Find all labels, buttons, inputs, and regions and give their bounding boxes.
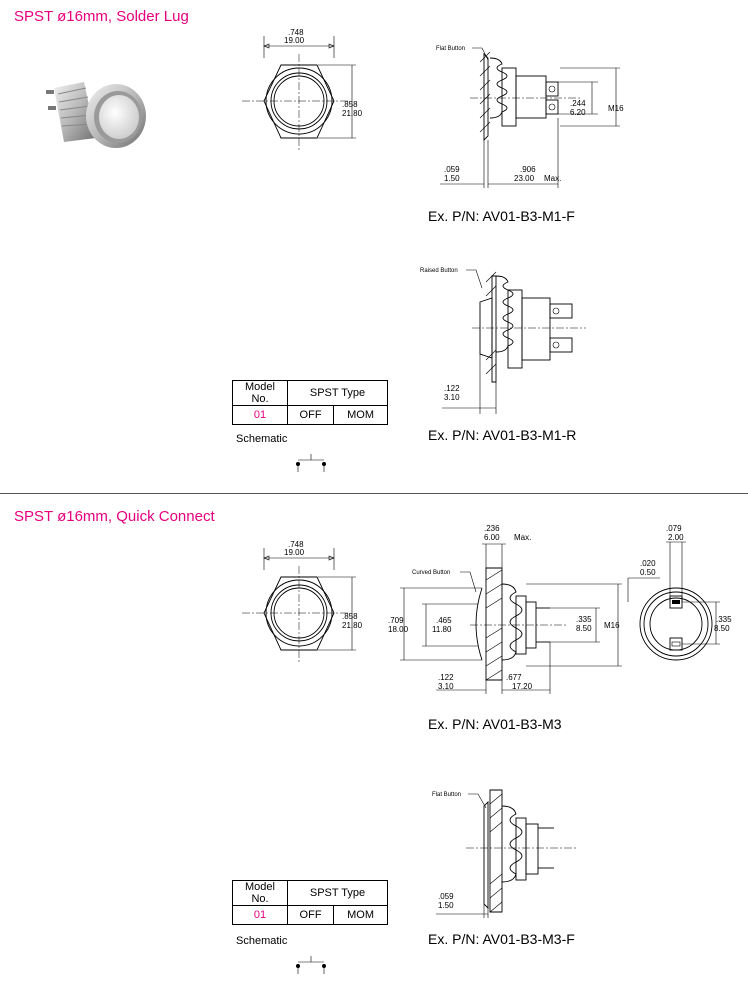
state-off: OFF [286, 905, 335, 925]
state-off: OFF [286, 405, 335, 425]
front-view-hex: .748 19.00 .858 21.80 [242, 28, 363, 150]
button-height-mm: 3.10 [444, 393, 460, 402]
button-height-mm: 1.50 [438, 901, 454, 910]
part-number: Ex. P/N: AV01-B3-M3 [428, 716, 562, 732]
terminal-mm: 8.50 [576, 624, 592, 633]
side-view-raised-button: Raised Button .122 3.10 [420, 268, 586, 414]
header-spst-type: SPST Type [287, 380, 388, 406]
schematic-label: Schematic [236, 935, 288, 947]
part-number: Ex. P/N: AV01-B3-M3-F [428, 931, 575, 947]
model-number: 01 [232, 405, 288, 425]
side-view-flat-button-qc: Flat Button .059 1.50 [432, 789, 576, 918]
button-label: Raised Button [420, 268, 458, 274]
schematic-label: Schematic [236, 433, 288, 445]
front-width-mm: 19.00 [284, 36, 305, 45]
front-width-mm: 19.00 [284, 548, 305, 557]
button-height-in: .122 [444, 384, 460, 393]
model-table: Model No. SPST Type 01 OFF MOM [232, 880, 388, 925]
depth-in: .677 [506, 673, 522, 682]
section-title-quick-connect: SPST ø16mm, Quick Connect [14, 508, 215, 525]
inner-mm: 11.80 [432, 625, 452, 634]
button-height-in: .059 [444, 165, 460, 174]
depth-in: .906 [520, 165, 536, 174]
state-mom: MOM [333, 405, 388, 425]
state-mom: MOM [333, 905, 388, 925]
depth-note: Max. [544, 174, 561, 183]
tab-mm: 2.00 [668, 533, 684, 542]
front-height-in: .858 [342, 612, 358, 621]
header-model-no: Model No. [232, 880, 288, 906]
button-label: Curved Button [412, 570, 450, 576]
terminal-in: .335 [576, 615, 592, 624]
product-photo [46, 82, 146, 148]
front-height-mm: 21.80 [342, 109, 363, 118]
section-title-solder-lug: SPST ø16mm, Solder Lug [14, 8, 189, 25]
rear-view: .079 2.00 .020 0.50 .335 8.50 [627, 524, 732, 661]
span-mm: 8.50 [714, 624, 730, 633]
front-height-mm: 21.80 [342, 621, 363, 630]
thick-in: .020 [640, 559, 656, 568]
button-height-mm: 3.10 [438, 682, 454, 691]
tab-in: .079 [666, 524, 682, 533]
front-width-in: .748 [288, 28, 304, 37]
front-width-in: .748 [288, 540, 304, 549]
model-table: Model No. SPST Type 01 OFF MOM [232, 380, 388, 425]
terminal-gap-mm: 6.20 [570, 108, 586, 117]
part-number: Ex. P/N: AV01-B3-M1-R [428, 427, 577, 443]
inner-in: .465 [436, 616, 452, 625]
schematic-symbol [296, 454, 326, 472]
button-height-mm: 1.50 [444, 174, 460, 183]
front-height-in: .858 [342, 100, 358, 109]
top-note: Max. [514, 533, 531, 542]
side-view-flat-button: Flat Button .244 6.20 M16 .906 23.00 Max… [436, 46, 624, 188]
thick-mm: 0.50 [640, 568, 656, 577]
top-in: .236 [484, 524, 500, 533]
thread-size: M16 [604, 621, 620, 630]
section-divider [0, 493, 748, 494]
button-label: Flat Button [436, 46, 465, 52]
button-height-in: .122 [438, 673, 454, 682]
depth-mm: 23.00 [514, 174, 535, 183]
outer-in: .709 [388, 616, 404, 625]
front-view-hex: .748 19.00 .858 21.80 [242, 540, 363, 662]
schematic-symbol [296, 956, 326, 974]
button-label: Flat Button [432, 792, 461, 798]
header-spst-type: SPST Type [287, 880, 388, 906]
button-height-in: .059 [438, 892, 454, 901]
header-model-no: Model No. [232, 380, 288, 406]
model-number: 01 [232, 905, 288, 925]
part-number: Ex. P/N: AV01-B3-M1-F [428, 208, 575, 224]
span-in: .335 [716, 615, 732, 624]
terminal-gap-in: .244 [570, 99, 586, 108]
thread-size: M16 [608, 104, 624, 113]
depth-mm: 17.20 [512, 682, 533, 691]
top-mm: 6.00 [484, 533, 500, 542]
outer-mm: 18.00 [388, 625, 409, 634]
side-view-curved-button: .236 6.00 Max. Curved Button .709 18.00 … [388, 524, 622, 694]
